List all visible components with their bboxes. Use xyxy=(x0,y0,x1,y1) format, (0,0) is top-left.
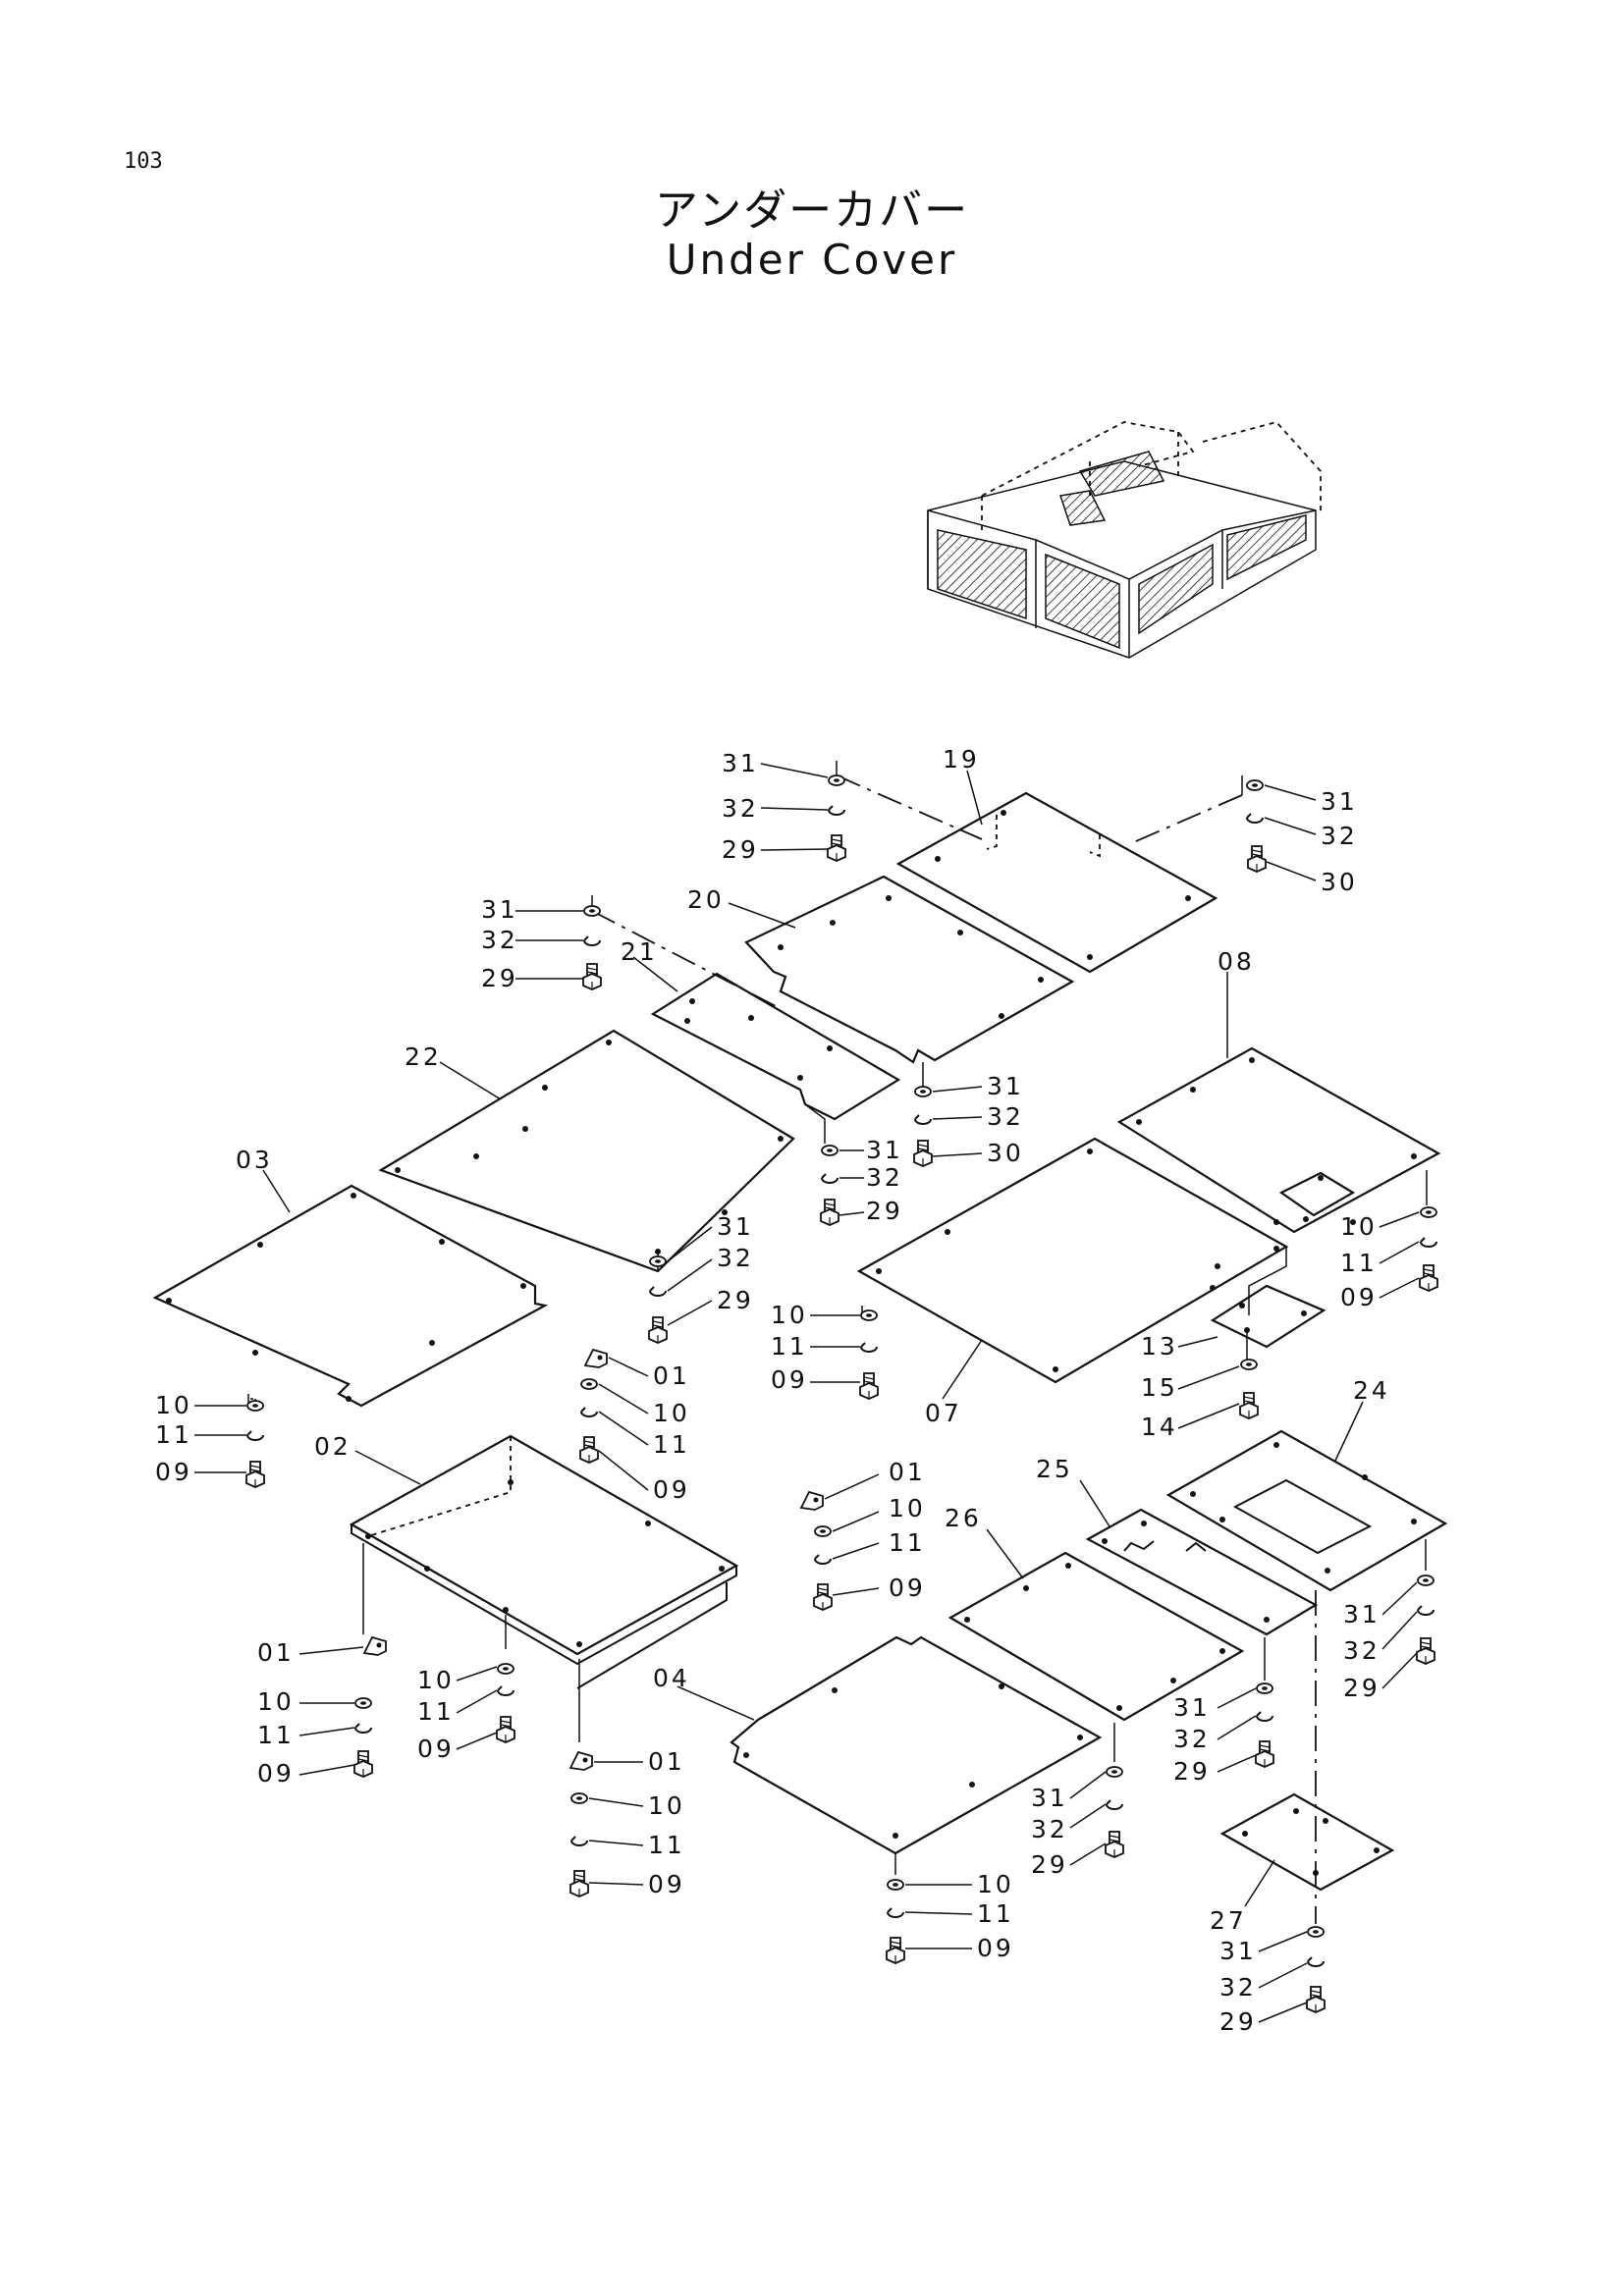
label-r29: 29 xyxy=(1173,1757,1211,1786)
label-r32: 32 xyxy=(1173,1725,1211,1753)
label-h09: 09 xyxy=(653,1475,690,1504)
label-n11: 11 xyxy=(648,1831,685,1859)
label-24: 24 xyxy=(1353,1376,1390,1405)
label-h01: 01 xyxy=(653,1362,690,1390)
label-13: 13 xyxy=(1141,1332,1178,1361)
label-c32: 32 xyxy=(481,926,518,954)
label-20: 20 xyxy=(687,885,725,914)
label-c31: 31 xyxy=(481,895,518,924)
cover-plate-26 xyxy=(947,1551,1245,1722)
cover-plate-04 xyxy=(730,1635,1103,1855)
label-04: 04 xyxy=(653,1664,690,1692)
label-b31: 31 xyxy=(1321,787,1358,816)
label-03: 03 xyxy=(236,1146,273,1174)
label-d30: 30 xyxy=(987,1139,1024,1167)
label-l09: 09 xyxy=(257,1759,295,1788)
label-i11: 11 xyxy=(771,1332,808,1361)
label-d31: 31 xyxy=(987,1072,1024,1100)
cover-plate-02 xyxy=(349,1434,739,1689)
label-e31: 31 xyxy=(866,1136,903,1164)
label-15: 15 xyxy=(1141,1373,1178,1402)
label-o09: 09 xyxy=(977,1934,1014,1962)
page-number: 103 xyxy=(124,149,163,174)
cover-plate-13 xyxy=(1210,1284,1326,1349)
label-g10: 10 xyxy=(155,1391,192,1419)
cover-plate-24 xyxy=(1165,1429,1448,1592)
cover-plate-08 xyxy=(1116,1046,1441,1234)
label-g11: 11 xyxy=(155,1420,192,1449)
label-q32: 32 xyxy=(1031,1815,1068,1843)
leader-lines xyxy=(194,763,1420,2023)
label-l01: 01 xyxy=(257,1638,295,1667)
label-a29: 29 xyxy=(722,835,759,864)
label-s32: 32 xyxy=(1343,1636,1380,1665)
label-f29: 29 xyxy=(717,1286,754,1314)
label-i09: 09 xyxy=(771,1365,808,1394)
label-t29: 29 xyxy=(1219,2007,1257,2036)
label-19: 19 xyxy=(943,745,980,774)
label-o10: 10 xyxy=(977,1870,1014,1898)
label-g09: 09 xyxy=(155,1458,192,1486)
label-n09: 09 xyxy=(648,1870,685,1898)
label-c29: 29 xyxy=(481,964,518,992)
title-english: Under Cover xyxy=(666,236,958,284)
label-n10: 10 xyxy=(648,1791,685,1820)
label-22: 22 xyxy=(405,1042,442,1071)
label-m10: 10 xyxy=(417,1666,455,1694)
label-e32: 32 xyxy=(866,1163,903,1192)
label-21: 21 xyxy=(621,937,658,966)
label-b30: 30 xyxy=(1321,868,1358,896)
cover-plate-03 xyxy=(152,1184,549,1408)
cover-plate-21 xyxy=(650,972,901,1121)
label-a31: 31 xyxy=(722,749,759,777)
assembly-lines xyxy=(247,761,1428,1924)
label-n01: 01 xyxy=(648,1747,685,1776)
label-s29: 29 xyxy=(1343,1674,1380,1702)
label-k01: 01 xyxy=(889,1458,926,1486)
cover-plate-20 xyxy=(744,875,1075,1064)
label-m09: 09 xyxy=(417,1735,455,1763)
label-o11: 11 xyxy=(977,1899,1014,1928)
title-japanese: アンダーカバー xyxy=(654,186,970,236)
label-f31: 31 xyxy=(717,1212,754,1241)
label-q29: 29 xyxy=(1031,1850,1068,1879)
label-l10: 10 xyxy=(257,1687,295,1716)
label-k10: 10 xyxy=(889,1494,926,1522)
part-number-labels: 19 20 21 22 03 08 07 13 15 14 24 25 26 0… xyxy=(155,745,1390,2036)
label-07: 07 xyxy=(925,1399,962,1427)
label-26: 26 xyxy=(945,1504,982,1532)
label-l11: 11 xyxy=(257,1721,295,1749)
label-j11: 11 xyxy=(1340,1249,1378,1277)
label-r31: 31 xyxy=(1173,1693,1211,1722)
cover-plate-27 xyxy=(1219,1792,1395,1892)
label-a32: 32 xyxy=(722,794,759,823)
label-t32: 32 xyxy=(1219,1973,1257,2002)
label-f32: 32 xyxy=(717,1244,754,1272)
label-e29: 29 xyxy=(866,1197,903,1225)
label-j09: 09 xyxy=(1340,1283,1378,1311)
label-02: 02 xyxy=(314,1432,352,1461)
label-m11: 11 xyxy=(417,1697,455,1726)
label-14: 14 xyxy=(1141,1413,1178,1441)
label-q31: 31 xyxy=(1031,1784,1068,1812)
label-27: 27 xyxy=(1210,1906,1247,1935)
label-i10: 10 xyxy=(771,1301,808,1329)
label-25: 25 xyxy=(1036,1455,1073,1483)
label-h10: 10 xyxy=(653,1399,690,1427)
label-s31: 31 xyxy=(1343,1600,1380,1629)
label-k09: 09 xyxy=(889,1574,926,1602)
label-d32: 32 xyxy=(987,1102,1024,1131)
label-h11: 11 xyxy=(653,1430,690,1459)
label-b32: 32 xyxy=(1321,822,1358,850)
cover-plate-22 xyxy=(378,1029,795,1273)
label-t31: 31 xyxy=(1219,1937,1257,1965)
label-08: 08 xyxy=(1218,947,1255,976)
machine-thumbnail xyxy=(927,420,1322,659)
label-k11: 11 xyxy=(889,1528,926,1557)
label-j10: 10 xyxy=(1340,1212,1378,1241)
